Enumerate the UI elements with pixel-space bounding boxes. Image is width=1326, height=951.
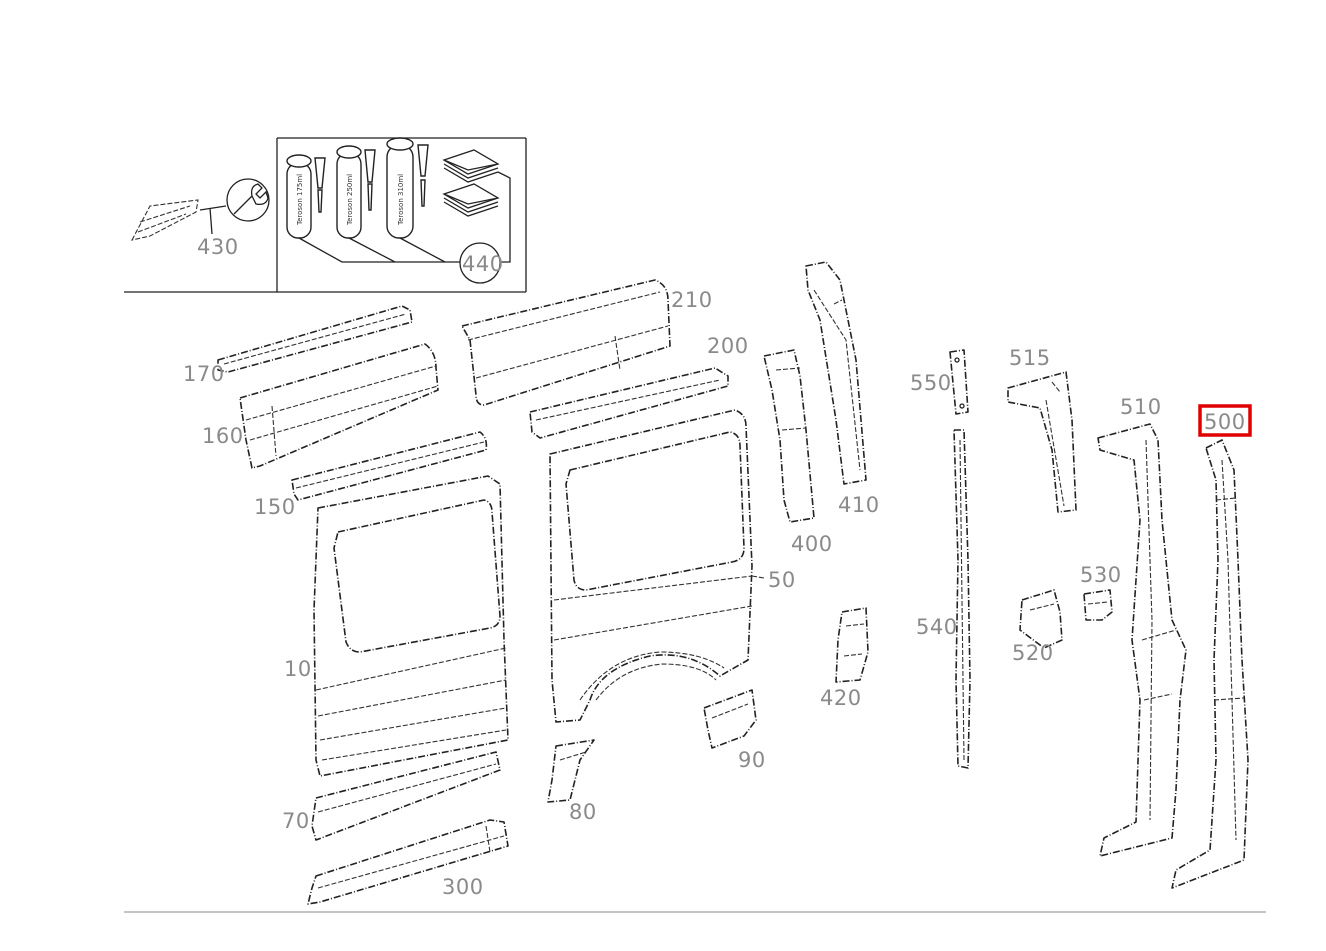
tube-label-175: Teroson 175ml xyxy=(296,174,304,226)
callout-160[interactable]: 160 xyxy=(202,424,244,448)
tube-label-250: Teroson 250ml xyxy=(346,174,354,226)
panel-210 xyxy=(461,279,671,406)
callout-400[interactable]: 400 xyxy=(791,532,833,556)
panel-50 xyxy=(549,409,753,723)
callout-510[interactable]: 510 xyxy=(1120,395,1162,419)
callout-210[interactable]: 210 xyxy=(671,288,713,312)
callout-420[interactable]: 420 xyxy=(820,686,862,710)
callout-200[interactable]: 200 xyxy=(707,334,749,358)
callout-500[interactable]: 500 xyxy=(1204,410,1246,434)
panel-515 xyxy=(1007,371,1077,513)
callout-410[interactable]: 410 xyxy=(838,493,880,517)
panel-90 xyxy=(703,689,757,749)
panel-70 xyxy=(311,751,501,841)
panel-520 xyxy=(1019,589,1063,649)
panel-170 xyxy=(217,305,413,373)
callout-170[interactable]: 170 xyxy=(183,362,225,386)
panel-410 xyxy=(805,261,867,485)
callout-150[interactable]: 150 xyxy=(254,495,296,519)
callout-50[interactable]: 50 xyxy=(768,568,796,592)
selected-callout-highlight xyxy=(1198,404,1252,437)
tube-label-310: Teroson 310ml xyxy=(397,174,405,226)
panel-510 xyxy=(1097,423,1187,857)
callout-430[interactable]: 430 xyxy=(197,235,239,259)
callout-70[interactable]: 70 xyxy=(282,809,310,833)
callout-300[interactable]: 300 xyxy=(442,875,484,899)
panel-200 xyxy=(529,367,729,439)
panel-540 xyxy=(953,429,971,769)
panel-530 xyxy=(1083,589,1113,621)
panel-10 xyxy=(313,475,509,777)
panel-150 xyxy=(291,431,488,501)
callout-440[interactable]: 440 xyxy=(462,252,504,276)
panel-500 xyxy=(1171,439,1249,889)
callout-530[interactable]: 530 xyxy=(1080,563,1122,587)
callout-540[interactable]: 540 xyxy=(916,615,958,639)
callout-80[interactable]: 80 xyxy=(569,800,597,824)
callout-520[interactable]: 520 xyxy=(1012,641,1054,665)
panel-160 xyxy=(239,343,439,469)
callout-90[interactable]: 90 xyxy=(738,748,766,772)
panel-80 xyxy=(547,739,595,803)
panel-550 xyxy=(949,349,969,415)
callout-550[interactable]: 550 xyxy=(910,371,952,395)
tool-430-illustration xyxy=(130,199,227,241)
panel-420 xyxy=(835,607,869,683)
panel-300 xyxy=(307,819,509,905)
callout-10[interactable]: 10 xyxy=(284,657,312,681)
wrench-icon xyxy=(226,178,270,222)
panel-400 xyxy=(763,349,815,523)
sealant-kit-440 xyxy=(286,137,511,284)
callout-515[interactable]: 515 xyxy=(1009,346,1051,370)
